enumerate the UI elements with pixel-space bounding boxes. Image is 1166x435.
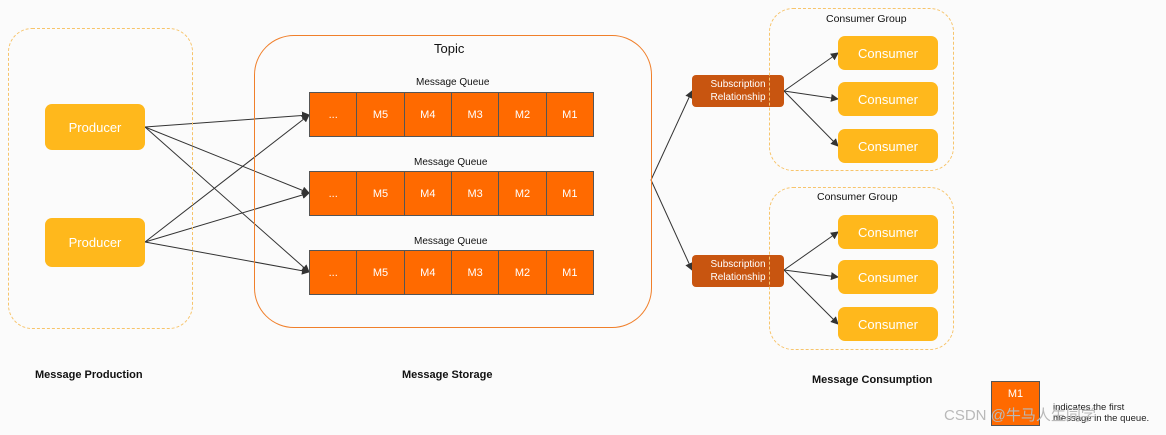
link-subscription1-consumer3 [783, 90, 839, 147]
link-producer2-queue3 [144, 241, 310, 275]
subscription-line2: Relationship [710, 92, 766, 103]
link-subscription2-consumer3 [783, 269, 839, 325]
queue-cell-m4: M4 [405, 172, 452, 215]
topic-container [254, 35, 652, 328]
link-producer1-queue3 [144, 126, 310, 273]
link-producer1-queue2 [144, 126, 310, 195]
consumer-group-title-2: Consumer Group [817, 191, 898, 203]
link-producer1-queue1 [144, 111, 310, 128]
subscription-line1: Subscription [710, 259, 766, 270]
legend-line1: indicates the first [1053, 402, 1125, 413]
queue-cell-m3: M3 [452, 251, 500, 294]
subscription-line1: Subscription [710, 79, 766, 90]
queue-cell-m2: M2 [499, 93, 547, 136]
queue-cell-ellipsis: ... [310, 172, 358, 215]
queue-label-1: Message Queue [416, 77, 490, 88]
queue-cell-m5: M5 [357, 251, 405, 294]
production-zone [8, 28, 193, 329]
queue-cell-m3: M3 [452, 93, 500, 136]
legend-text: indicates the first message in the queue… [1053, 402, 1149, 424]
subscription-relationship-1[interactable]: Subscription Relationship [692, 75, 784, 107]
legend-line2: message in the queue. [1053, 413, 1150, 424]
link-subscription1-consumer1 [783, 52, 839, 92]
queue-label-3: Message Queue [414, 236, 488, 247]
queue-label-2: Message Queue [414, 157, 488, 168]
queue-cell-m4: M4 [405, 251, 452, 294]
topic-title: Topic [434, 41, 465, 56]
queue-cell-m1: M1 [562, 187, 578, 200]
watermark: CSDN @牛马人生同学 [944, 407, 1096, 424]
queue-cell-ellipsis: ... [310, 93, 358, 136]
consumer-node-1-3[interactable]: Consumer [838, 129, 938, 163]
message-queue-3: ... M5 M4 M3 M2 M1 [309, 250, 594, 295]
subscription-relationship-2[interactable]: Subscription Relationship [692, 255, 784, 287]
message-queue-2: ... M5 M4 M3 M2 M1 [309, 171, 594, 216]
message-queue-1: ... M5 M4 M3 M2 M1 [309, 92, 594, 137]
consumer-group-zone-1 [769, 8, 954, 171]
link-topic-subscription2 [650, 179, 693, 271]
label-message-consumption: Message Consumption [812, 374, 933, 386]
queue-cell-m5: M5 [357, 172, 405, 215]
consumer-node-2-2[interactable]: Consumer [838, 260, 938, 294]
queue-cell-m1: M1 [562, 266, 578, 279]
link-topic-subscription1 [650, 90, 693, 181]
label-message-storage: Message Storage [402, 369, 493, 381]
link-producer2-queue1 [144, 114, 310, 243]
producer-node-1[interactable]: Producer [45, 104, 145, 150]
queue-cell-m4: M4 [405, 93, 452, 136]
consumer-node-1-2[interactable]: Consumer [838, 82, 938, 116]
queue-cell-m1: M1 [562, 108, 578, 121]
queue-cell-ellipsis: ... [310, 251, 358, 294]
queue-cell-m3: M3 [452, 172, 500, 215]
consumer-group-title-1: Consumer Group [826, 13, 907, 25]
producer-node-2[interactable]: Producer [45, 218, 145, 267]
consumer-group-zone-2 [769, 187, 954, 350]
link-subscription2-consumer1 [783, 231, 839, 271]
queue-cell-m5: M5 [357, 93, 405, 136]
subscription-line2: Relationship [710, 272, 766, 283]
queue-cell-m2: M2 [499, 251, 547, 294]
link-subscription2-consumer2 [783, 269, 839, 281]
consumer-node-2-3[interactable]: Consumer [838, 307, 938, 341]
consumer-node-1-1[interactable]: Consumer [838, 36, 938, 70]
queue-cell-m2: M2 [499, 172, 547, 215]
link-subscription1-consumer2 [783, 90, 839, 102]
label-message-production: Message Production [35, 369, 143, 381]
link-producer2-queue2 [144, 191, 310, 243]
legend-swatch: M1 [991, 381, 1040, 426]
consumer-node-2-1[interactable]: Consumer [838, 215, 938, 249]
